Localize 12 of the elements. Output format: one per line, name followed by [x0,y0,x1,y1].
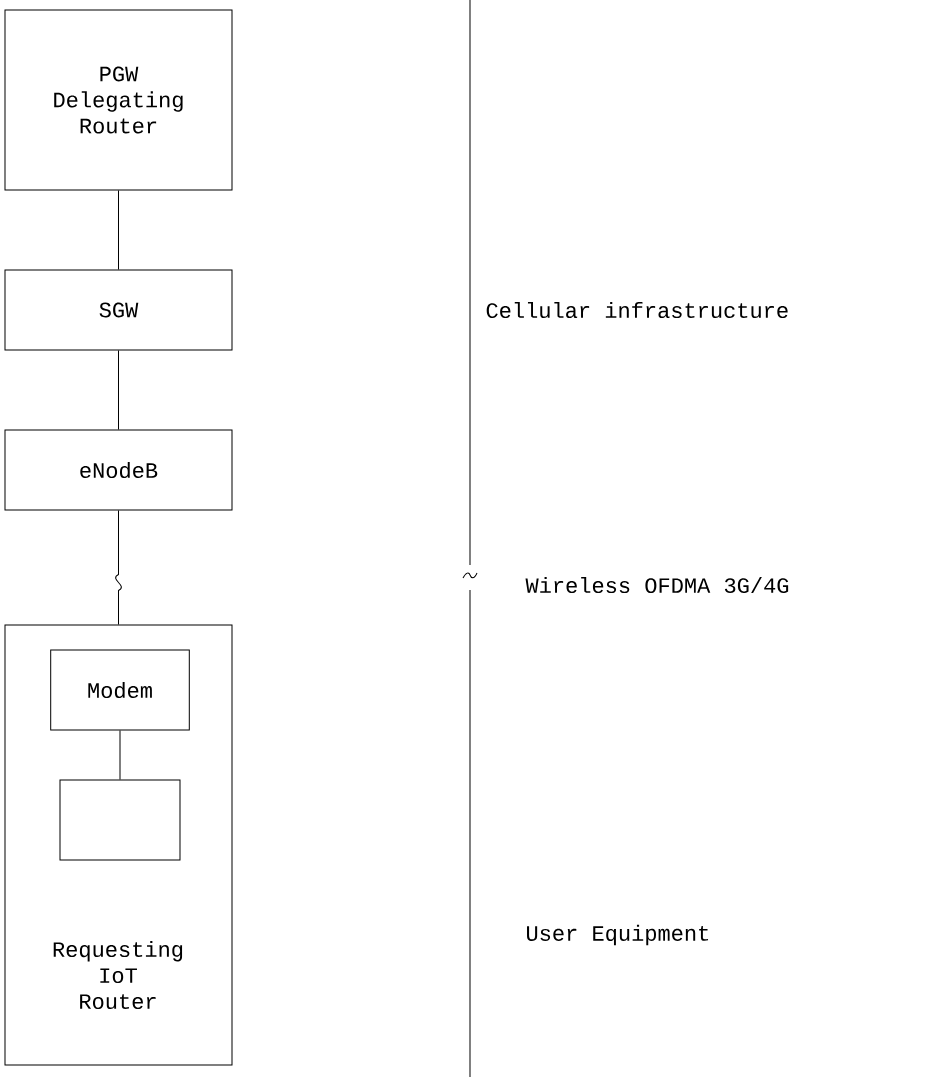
connector-line [119,730,121,780]
module-box: Modem [50,649,190,731]
connector-line [118,190,119,270]
network-box: SGW [4,269,233,351]
network-box: eNodeB [4,429,233,511]
connector-line [115,510,122,625]
connector-line [118,350,119,430]
module-box [59,779,181,861]
side-label: User Equipment [527,924,709,946]
network-box: PGW Delegating Router [4,9,233,191]
side-label: Wireless OFDMA 3G/4G [525,576,789,594]
side-label: Cellular infrastructure [486,301,788,319]
